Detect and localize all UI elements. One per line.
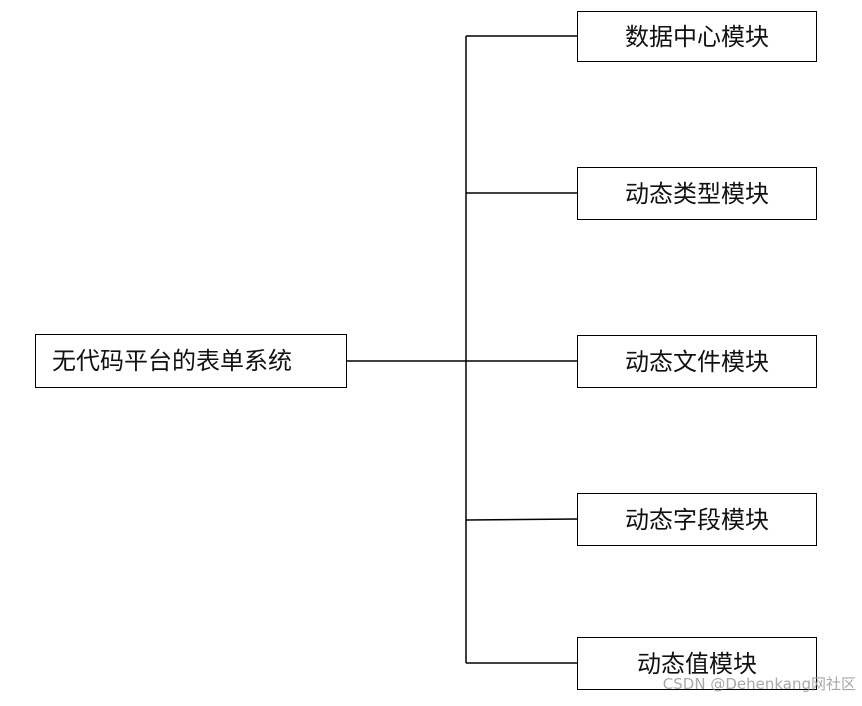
watermark-text: CSDN @Dehenkang网社区	[662, 675, 856, 693]
module-node-dynamic-type: 动态类型模块	[577, 167, 817, 220]
module-node-data-center: 数据中心模块	[577, 11, 817, 62]
root-node: 无代码平台的表单系统	[35, 334, 347, 388]
module-node-label: 动态文件模块	[625, 347, 769, 376]
module-node-dynamic-file: 动态文件模块	[577, 335, 817, 388]
module-node-label: 数据中心模块	[625, 22, 769, 51]
module-node-label: 动态类型模块	[625, 179, 769, 208]
branch-line-4	[465, 518, 579, 521]
module-node-label: 动态值模块	[637, 649, 757, 678]
module-node-dynamic-field: 动态字段模块	[577, 493, 817, 546]
module-node-dynamic-value: 动态值模块	[577, 637, 817, 690]
module-node-label: 动态字段模块	[625, 505, 769, 534]
root-node-label: 无代码平台的表单系统	[52, 347, 292, 375]
